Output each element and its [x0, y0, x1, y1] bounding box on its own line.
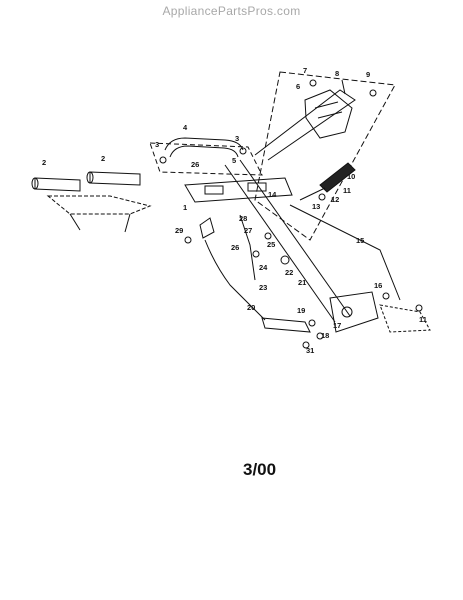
- callout-label: 29: [175, 226, 183, 235]
- hardware-parts: [159, 79, 423, 349]
- callout-label: 20: [247, 303, 255, 312]
- control-cables: [204, 204, 401, 321]
- callout-label: 10: [347, 172, 355, 181]
- date-code: 3/00: [243, 460, 277, 479]
- callout-label: 26: [231, 243, 239, 252]
- callout-label: 25: [267, 240, 275, 249]
- watermark: AppliancePartsPros.com: [162, 4, 301, 18]
- callout-label: 7: [303, 66, 307, 75]
- callout-label: 13: [312, 202, 320, 211]
- callout-label: 15: [356, 236, 364, 245]
- callout-label: 31: [306, 346, 314, 355]
- main-handle-tube: [224, 89, 356, 323]
- callout-label: 18: [321, 331, 329, 340]
- callout-label: 12: [331, 195, 339, 204]
- top-console: [254, 71, 396, 241]
- callout-label: 26: [191, 160, 199, 169]
- callout-label: 23: [259, 283, 267, 292]
- callout-label: 6: [296, 82, 300, 91]
- callout-label: 2: [42, 158, 46, 167]
- callout-label: 14: [268, 190, 277, 199]
- callout-label: 5: [232, 156, 236, 165]
- callout-label: 11: [343, 186, 351, 195]
- callout-label: 3: [155, 140, 159, 149]
- callout-label: 22: [285, 268, 293, 277]
- callout-label: 2: [101, 154, 105, 163]
- callout-label: 21: [298, 278, 306, 287]
- callout-label: 16: [374, 281, 382, 290]
- callout-label: 4: [183, 123, 188, 132]
- handle-grip-detail: [31, 171, 152, 233]
- callout-label: 24: [259, 263, 268, 272]
- callout-label: 9: [366, 70, 370, 79]
- callout-label: 27: [244, 226, 252, 235]
- callout-label: 1: [183, 203, 187, 212]
- callout-label: 17: [333, 321, 341, 330]
- lower-bracket: [199, 217, 431, 333]
- callout-label: 11: [419, 315, 427, 324]
- control-lever: [299, 162, 356, 201]
- callout-labels: 1 2 2 3 3 4 5 6 7 8 9 10 11 11 12 13 14 …: [42, 66, 427, 355]
- callout-label: 28: [239, 214, 247, 223]
- callout-label: 8: [335, 69, 339, 78]
- callout-label: 19: [297, 306, 305, 315]
- upper-handle-bar: [149, 137, 263, 176]
- callout-label: 3: [235, 134, 239, 143]
